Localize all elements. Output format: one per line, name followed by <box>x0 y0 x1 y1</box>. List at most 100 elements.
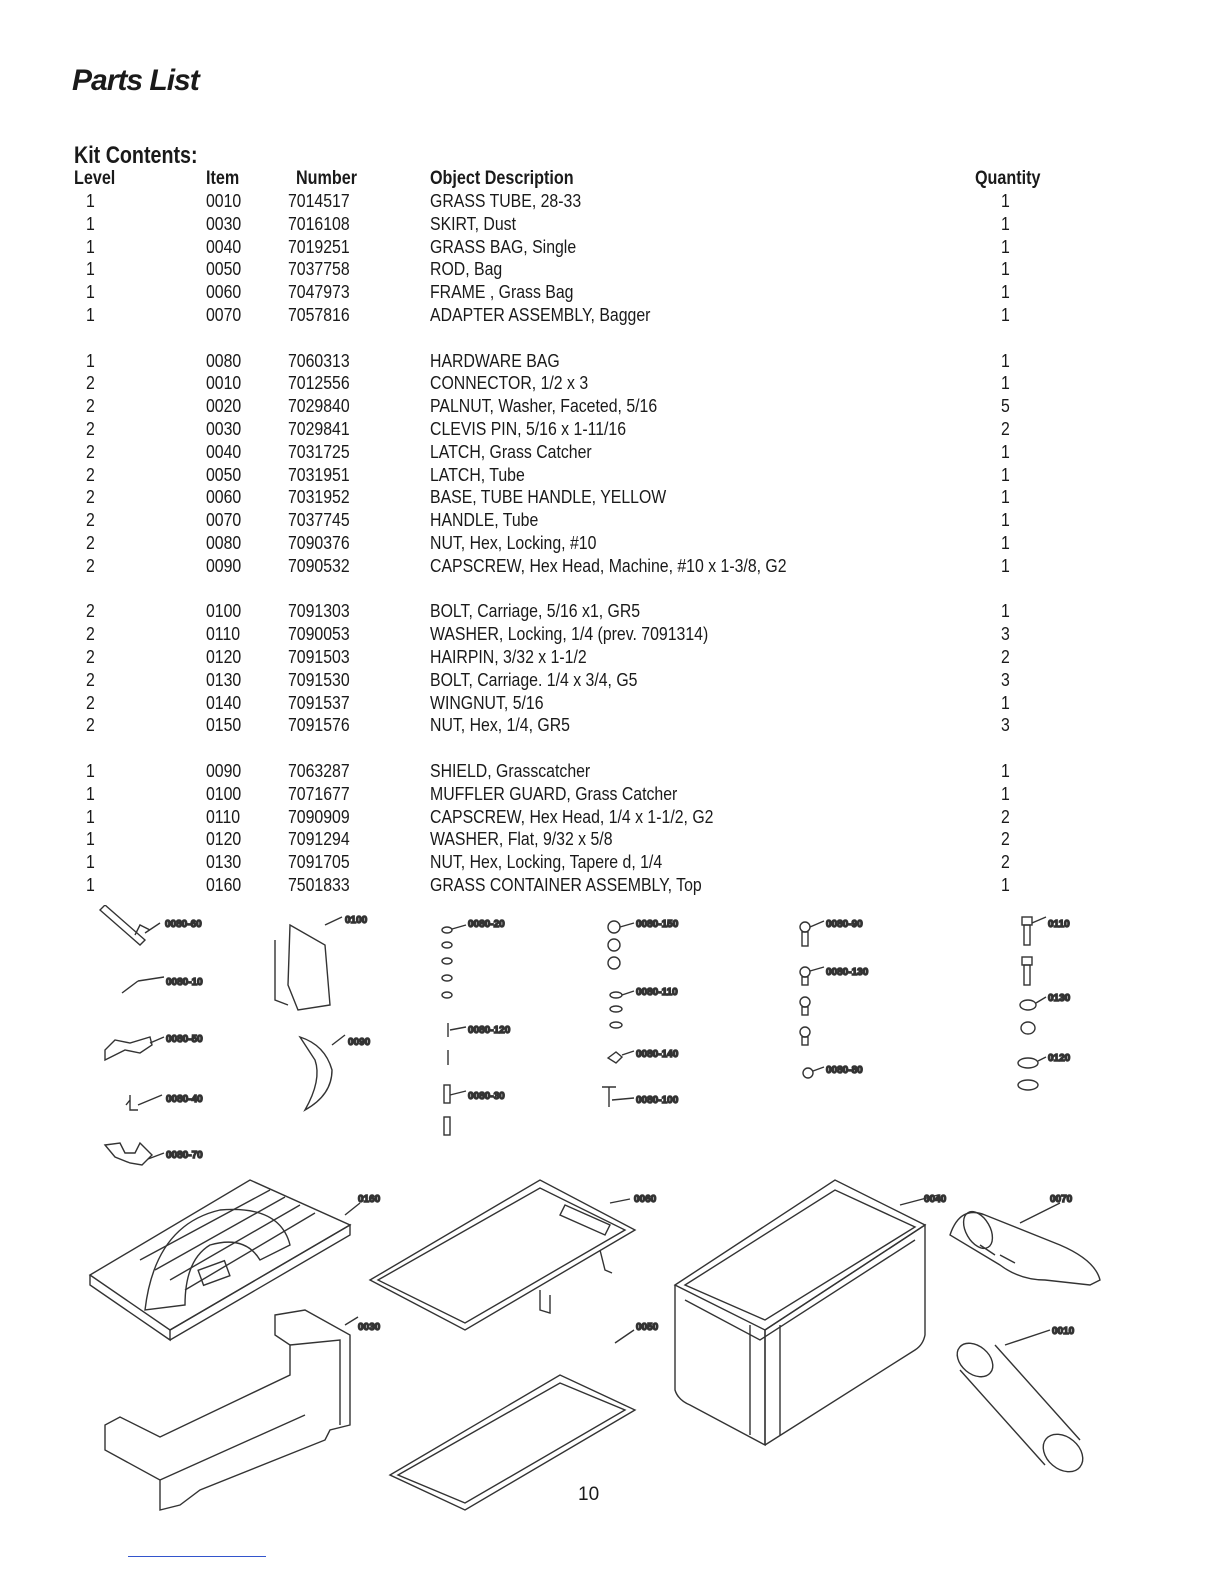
cell-item: 0060 <box>206 282 242 303</box>
callout-0080-80: 0080-80 <box>826 1065 863 1076</box>
cell-quantity: 1 <box>1001 487 1010 508</box>
cell-quantity: 1 <box>1001 373 1010 394</box>
cell-description: WINGNUT, 5/16 <box>430 692 544 713</box>
cell-item: 0130 <box>206 669 242 690</box>
flat-washers-part <box>1017 1057 1039 1091</box>
cell-level: 1 <box>86 852 95 873</box>
cell-quantity: 1 <box>1001 601 1010 622</box>
cell-level: 2 <box>86 669 95 690</box>
callout-0010: 0010 <box>1052 1326 1075 1337</box>
cell-number: 7091503 <box>288 647 350 667</box>
callout-0160: 0160 <box>358 1194 381 1205</box>
cell-level: 2 <box>86 396 95 417</box>
cell-quantity: 1 <box>1001 692 1010 713</box>
cell-description: CAPSCREW, Hex Head, Machine, #10 x 1-3/8… <box>430 555 787 576</box>
cell-number: 7019251 <box>288 236 350 257</box>
cell-description: CAPSCREW, Hex Head, 1/4 x 1-1/2, G2 <box>430 806 714 827</box>
grass-catcher-latch-part <box>125 1095 138 1111</box>
cell-number: 7063287 <box>288 761 350 781</box>
cell-level: 1 <box>86 875 95 895</box>
cell-item: 0080 <box>206 533 242 553</box>
cell-quantity: 2 <box>1001 419 1010 439</box>
cell-level: 2 <box>86 624 95 645</box>
callout-0080-60: 0080-60 <box>165 919 202 930</box>
cell-number: 7031952 <box>288 487 350 508</box>
clevis-pin-part <box>443 1084 451 1136</box>
cell-item: 0090 <box>206 761 242 781</box>
callout-0080-10: 0080-10 <box>166 977 203 988</box>
cell-level: 1 <box>86 761 95 781</box>
adapter-assembly-part <box>949 1210 1101 1286</box>
cell-number: 7090053 <box>288 624 350 645</box>
cell-level: 2 <box>86 464 95 485</box>
cell-description: BASE, TUBE HANDLE, YELLOW <box>430 487 667 508</box>
callout-0060: 0060 <box>634 1194 657 1205</box>
cell-item: 0100 <box>206 783 242 804</box>
cell-quantity: 1 <box>1001 236 1010 257</box>
grass-bag-part <box>673 1179 927 1447</box>
cell-description: WASHER, Locking, 1/4 (prev. 7091314) <box>430 624 709 645</box>
cell-level: 2 <box>86 487 95 508</box>
cell-item: 0160 <box>206 875 242 895</box>
cell-quantity: 1 <box>1001 555 1010 576</box>
cell-item: 0030 <box>206 213 242 234</box>
tube-latch-part <box>104 1036 153 1062</box>
cell-description: CONNECTOR, 1/2 x 3 <box>430 373 589 394</box>
cell-item: 0050 <box>206 464 242 485</box>
cell-item: 0020 <box>206 396 242 417</box>
callout-0070: 0070 <box>1050 1194 1073 1205</box>
callout-0080-100: 0080-100 <box>636 1095 679 1106</box>
cell-description: GRASS TUBE, 28-33 <box>430 191 582 211</box>
cell-number: 7031725 <box>288 441 350 462</box>
cell-description: HANDLE, Tube <box>430 510 539 531</box>
header-number: Number <box>296 168 358 189</box>
cell-item: 0150 <box>206 715 242 736</box>
cell-item: 0030 <box>206 419 242 439</box>
cell-number: 7090909 <box>288 806 350 827</box>
cell-level: 1 <box>86 213 95 234</box>
cell-quantity: 1 <box>1001 259 1010 280</box>
cell-quantity: 1 <box>1001 441 1010 462</box>
cell-level: 2 <box>86 419 95 439</box>
cell-quantity: 2 <box>1001 806 1010 827</box>
cell-description: NUT, Hex, Locking, #10 <box>430 533 597 553</box>
locking-nuts-part <box>1019 999 1037 1035</box>
cell-number: 7014517 <box>288 191 350 211</box>
cell-description: SKIRT, Dust <box>430 213 516 234</box>
callout-0050: 0050 <box>636 1322 659 1333</box>
cell-level: 2 <box>86 601 95 622</box>
hex-capscrews-part <box>1021 916 1033 986</box>
cell-quantity: 3 <box>1001 715 1010 736</box>
cell-description: CLEVIS PIN, 5/16 x 1-11/16 <box>430 419 627 439</box>
cell-number: 7091537 <box>288 692 350 713</box>
cell-level: 2 <box>86 715 95 736</box>
hex-nuts-part <box>607 920 623 1029</box>
callout-0120: 0120 <box>1048 1053 1071 1064</box>
kit-contents-heading: Kit Contents: <box>74 142 198 169</box>
cell-quantity: 1 <box>1001 213 1010 234</box>
cell-description: SHIELD, Grasscatcher <box>430 761 591 781</box>
callout-0110: 0110 <box>1048 919 1070 930</box>
cell-number: 7037758 <box>288 259 350 280</box>
cell-description: GRASS BAG, Single <box>430 236 577 257</box>
callout-0080-130: 0080-130 <box>826 967 869 978</box>
dust-skirt-part <box>104 1309 351 1511</box>
cell-level: 1 <box>86 305 95 325</box>
grass-tube-part <box>956 1342 1084 1473</box>
cell-item: 0120 <box>206 647 242 667</box>
cell-number: 7091576 <box>288 715 350 736</box>
